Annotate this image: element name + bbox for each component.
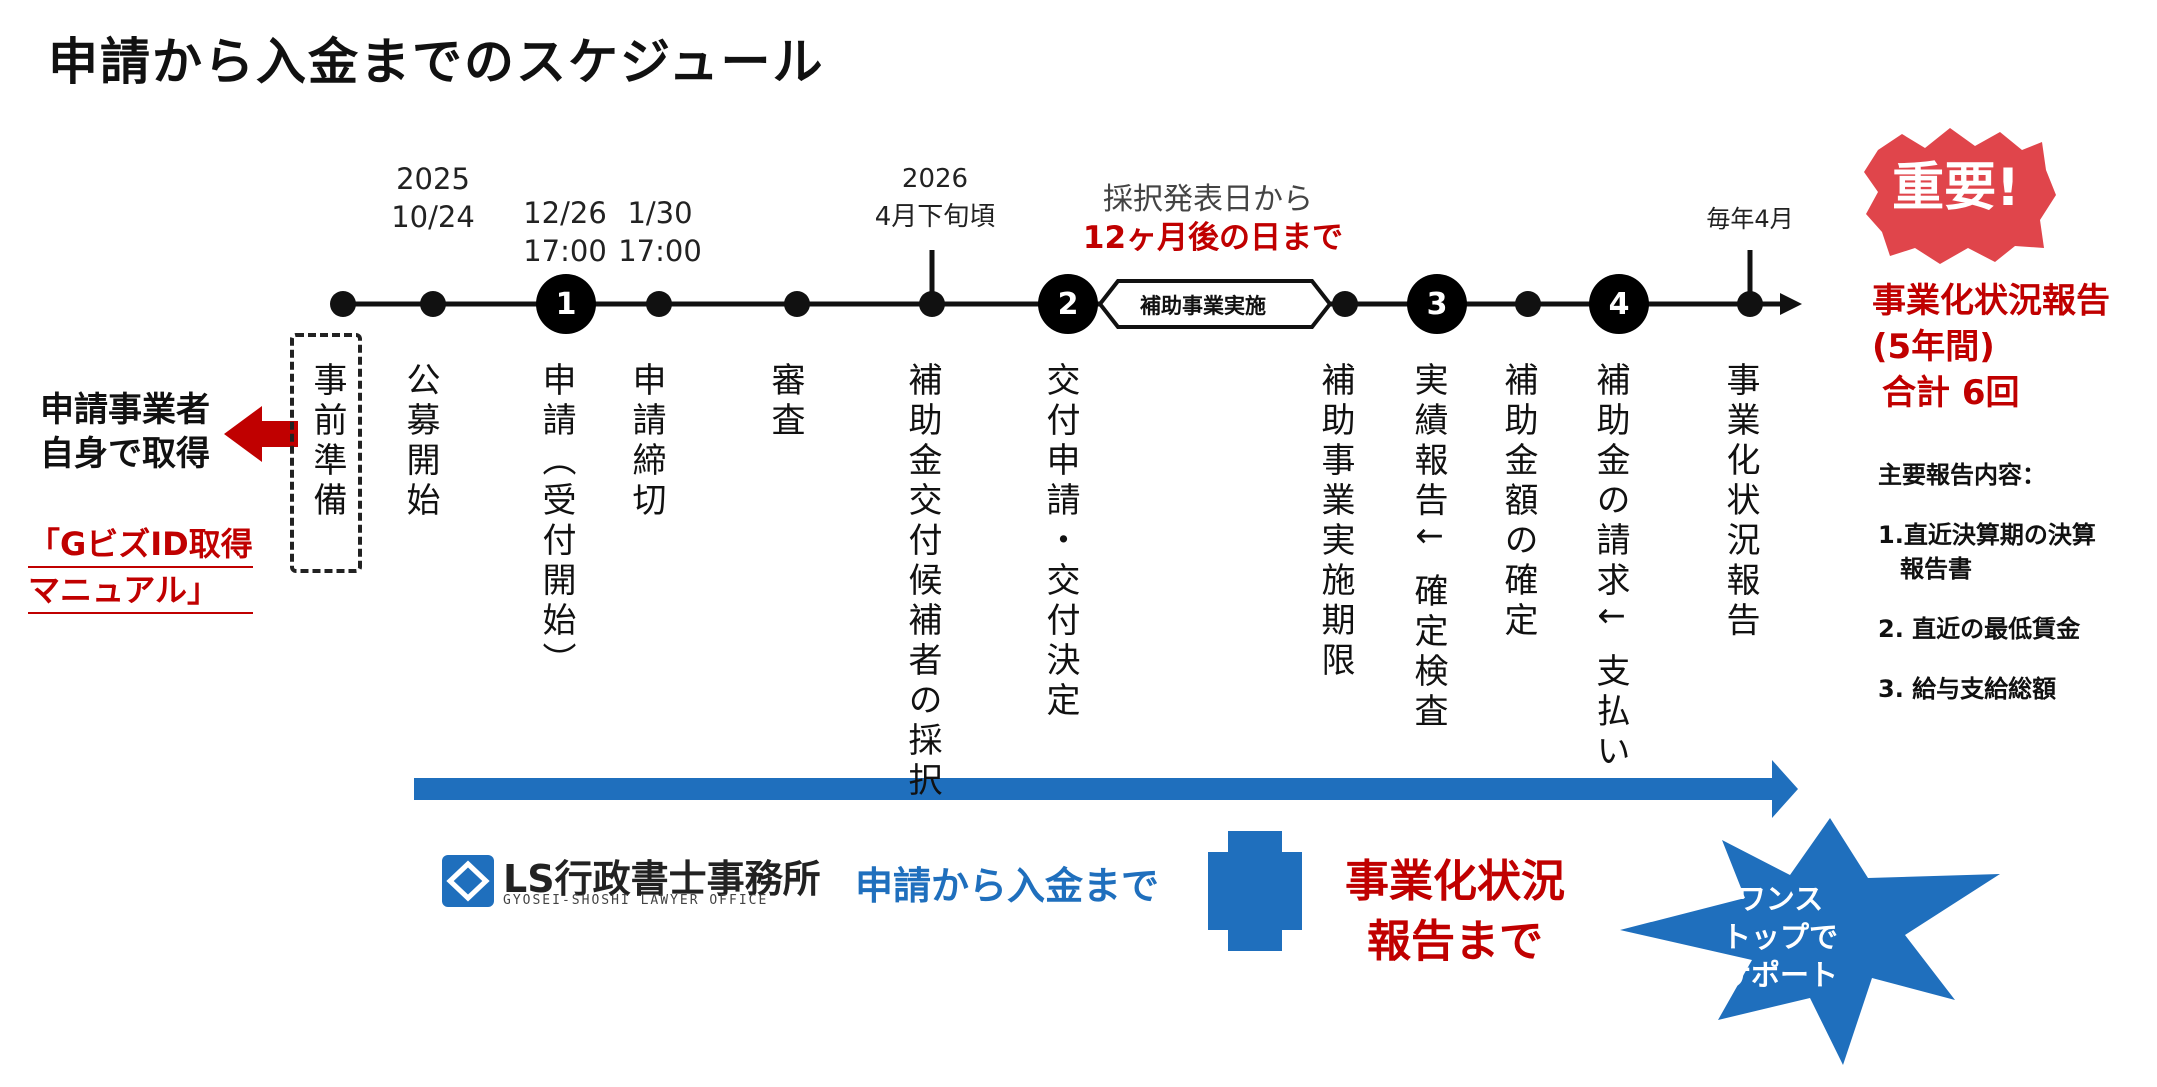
office-logo-sub: GYOSEI-SHOSHI LAWYER OFFICE <box>503 893 769 908</box>
adoption-note-line1: 採択発表日から <box>1103 182 1313 217</box>
step-node-3: 3 <box>1407 274 1467 334</box>
label-kakutei: 補助金額の確定 <box>1498 362 1538 642</box>
adoption-note-line2: 12ヶ月後の日まで <box>1082 220 1344 256</box>
manual-link-line1[interactable]: 「GビズID取得 <box>28 522 253 568</box>
label-jisseki: 実績報告↓ 確定検査 <box>1408 362 1448 734</box>
applicant-note: 申請事業者 自身で取得 <box>40 388 210 476</box>
bottom-blue-text: 申請から入金まで <box>855 864 1160 908</box>
blue-arrowhead <box>1772 760 1798 818</box>
timeline-dot-prep <box>330 291 356 317</box>
label-koubo: 公募開始 <box>400 362 440 522</box>
report-title-line3: 合計 6回 <box>1882 373 2020 413</box>
applicant-line2: 自身で取得 <box>40 434 210 474</box>
date-koubo: 2025 10/24 <box>391 162 475 234</box>
report-title-line1: 事業化状況報告 <box>1872 281 2110 321</box>
blue-progress-bar <box>414 778 1774 800</box>
gbiz-manual-link[interactable]: 「GビズID取得 マニュアル」 <box>28 522 253 614</box>
star-line1: ワンス <box>1736 882 1824 916</box>
hex-box <box>1097 279 1333 329</box>
report-item-2: 2. 直近の最低賃金 <box>1878 615 2081 643</box>
step-node-2: 2 <box>1038 274 1098 334</box>
report-item-1: 1.直近決算期の決算 <box>1878 521 2096 549</box>
label-koufu: 交付申請・交付決定 <box>1040 362 1080 722</box>
timeline-dot-shinsa <box>784 291 810 317</box>
timeline-dot-koubo <box>420 291 446 317</box>
report-item-1b: 報告書 <box>1900 555 1972 583</box>
star-line2: トップで <box>1721 920 1838 954</box>
page-title: 申請から入金までのスケジュール <box>48 33 825 91</box>
office-logo-name: LS行政書士事務所 <box>503 857 821 901</box>
timeline-arrowhead <box>1780 293 1802 315</box>
support-star <box>1620 818 2000 1065</box>
bottom-red-line2: 報告まで <box>1367 916 1543 967</box>
manual-link-line2[interactable]: マニュアル」 <box>28 568 253 614</box>
date-saitaku: 2026 4月下旬頃 <box>874 164 996 232</box>
label-shinsa: 審査 <box>765 362 805 442</box>
label-prep: 事前準備 <box>307 362 347 522</box>
timeline-dot-kigen <box>1332 291 1358 317</box>
timeline-dot-shimekiri <box>646 291 672 317</box>
report-list-heading: 主要報告内容： <box>1878 461 2046 489</box>
applicant-line1: 申請事業者 <box>40 390 210 430</box>
logo-mark <box>442 855 494 907</box>
important-badge-shape <box>1864 128 2056 264</box>
important-badge: 重要! <box>1892 158 2020 218</box>
label-seikyu: 補助金の請求↓ 支払い <box>1590 362 1630 774</box>
star-line3: サポート <box>1721 958 1838 992</box>
label-kigen: 補助事業実施期限 <box>1315 362 1355 682</box>
plus-vertical <box>1228 831 1282 951</box>
report-title: 事業化状況報告 (5年間) 合計 6回 <box>1872 278 2110 416</box>
step-node-1: 1 <box>536 274 596 334</box>
support-star-text: ワンス トップで サポート <box>1700 880 1860 994</box>
report-contents: 主要報告内容： 1.直近決算期の決算 報告書 2. 直近の最低賃金 3. 給与支… <box>1878 458 2096 732</box>
label-shinsei: 申請（受付開始） <box>536 362 576 682</box>
label-saitaku: 補助金交付候補者の採択 <box>902 362 942 802</box>
report-item-3: 3. 給与支給総額 <box>1878 675 2057 703</box>
red-left-arrow <box>224 406 298 462</box>
step-node-4: 4 <box>1589 274 1649 334</box>
label-shimekiri: 申請締切 <box>626 362 666 522</box>
label-jigyoka: 事業化状況報告 <box>1720 362 1760 642</box>
hex-label: 補助事業実施 <box>1140 294 1266 318</box>
date-shimekiri: 1/30 17:00 <box>618 196 702 268</box>
date-jigyoka: 毎年4月 <box>1706 205 1794 233</box>
bottom-red-line1: 事業化状況 <box>1345 856 1565 907</box>
date-shinsei: 12/26 17:00 <box>523 196 607 268</box>
prep-dashed-box <box>290 333 362 573</box>
timeline-dot-kakutei <box>1515 291 1541 317</box>
report-title-line2: (5年間) <box>1872 327 1995 367</box>
bottom-red-text: 事業化状況 報告まで <box>1345 852 1565 972</box>
